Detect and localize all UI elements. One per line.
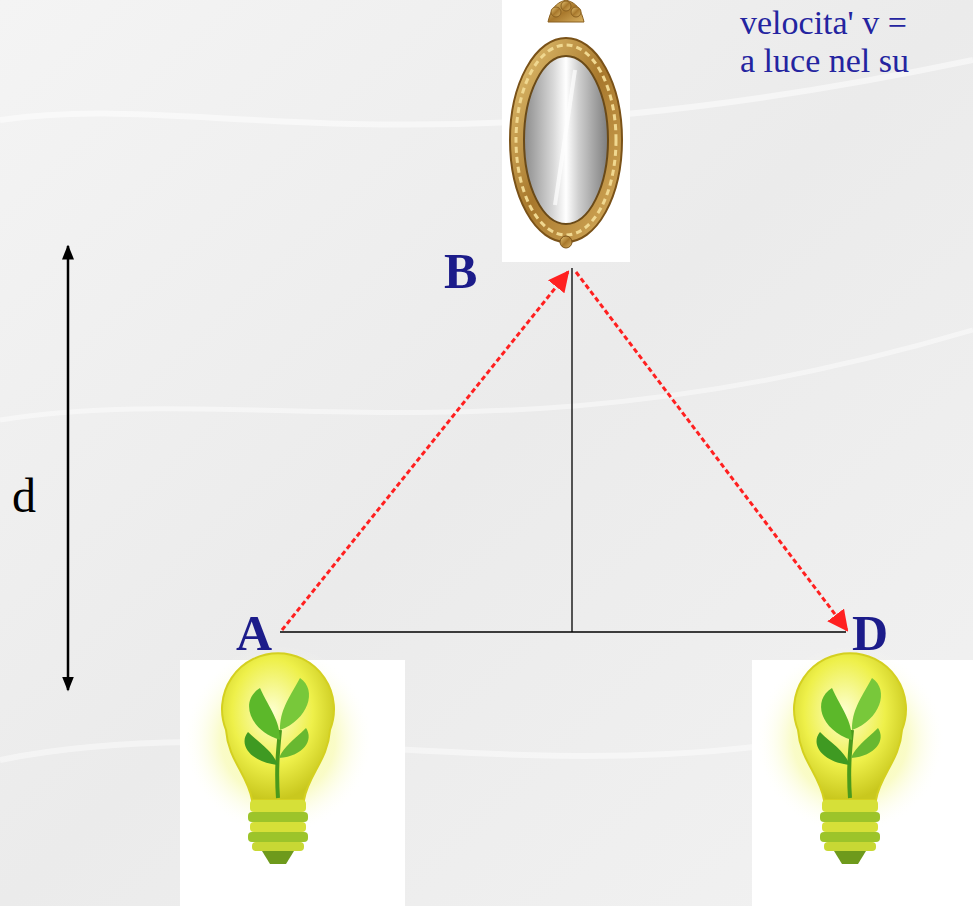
bulb-picture bbox=[752, 645, 973, 906]
point-label: B bbox=[444, 246, 477, 296]
mirror-picture bbox=[502, 0, 630, 262]
normal-line bbox=[571, 268, 572, 632]
dimension-label: d bbox=[12, 472, 36, 520]
point-label: D bbox=[852, 608, 888, 658]
light-ray bbox=[576, 272, 847, 630]
light-ray bbox=[282, 272, 568, 630]
base-line bbox=[280, 631, 846, 632]
point-label: A bbox=[236, 608, 272, 658]
bulb-picture bbox=[180, 645, 405, 906]
dimension-arrow bbox=[67, 246, 70, 290]
dimension-arrow bbox=[67, 290, 70, 690]
cropped-note: velocita' v = bbox=[740, 6, 907, 40]
cropped-note: a luce nel su bbox=[740, 44, 909, 78]
